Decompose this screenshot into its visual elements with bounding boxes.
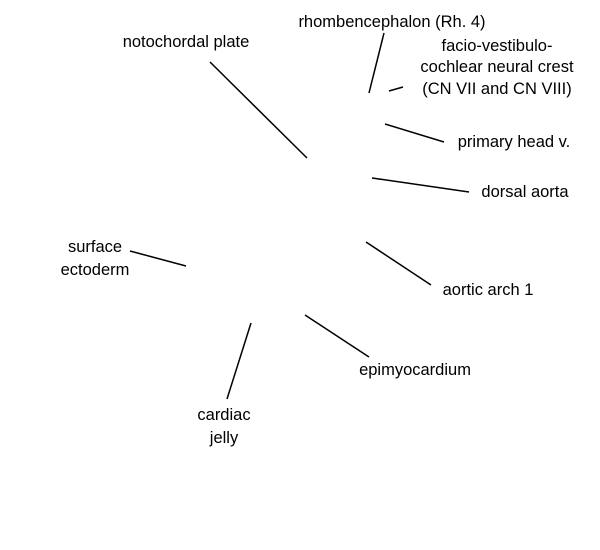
label-surface-ectoderm-line-2: ectoderm bbox=[61, 261, 130, 279]
label-neural-crest-line-1: facio-vestibulo- bbox=[442, 37, 553, 55]
leader-neural-crest bbox=[388, 86, 404, 92]
leader-surface-ectoderm bbox=[129, 250, 187, 267]
leader-aortic-arch bbox=[365, 241, 432, 286]
label-neural-crest-line-3: (CN VII and CN VIII) bbox=[422, 80, 571, 98]
label-primary-head-vein: primary head v. bbox=[458, 133, 571, 151]
leader-epimyocardium bbox=[304, 314, 370, 358]
label-surface-ectoderm-line-1: surface bbox=[68, 238, 122, 256]
leader-rhombencephalon bbox=[368, 32, 385, 94]
leader-primary-head-vein bbox=[384, 123, 445, 143]
label-aortic-arch: aortic arch 1 bbox=[443, 281, 534, 299]
label-epimyocardium: epimyocardium bbox=[359, 361, 471, 379]
label-dorsal-aorta: dorsal aorta bbox=[481, 183, 569, 201]
label-cardiac-jelly-line-1: cardiac bbox=[197, 406, 250, 424]
label-neural-crest-line-2: cochlear neural crest bbox=[420, 58, 574, 76]
leader-notochordal-plate bbox=[209, 61, 308, 159]
leader-dorsal-aorta bbox=[371, 177, 470, 193]
label-rhombencephalon: rhombencephalon (Rh. 4) bbox=[298, 13, 485, 31]
leader-cardiac-jelly bbox=[226, 322, 252, 400]
label-cardiac-jelly-line-2: jelly bbox=[209, 429, 239, 447]
label-notochordal-plate: notochordal plate bbox=[123, 33, 250, 51]
